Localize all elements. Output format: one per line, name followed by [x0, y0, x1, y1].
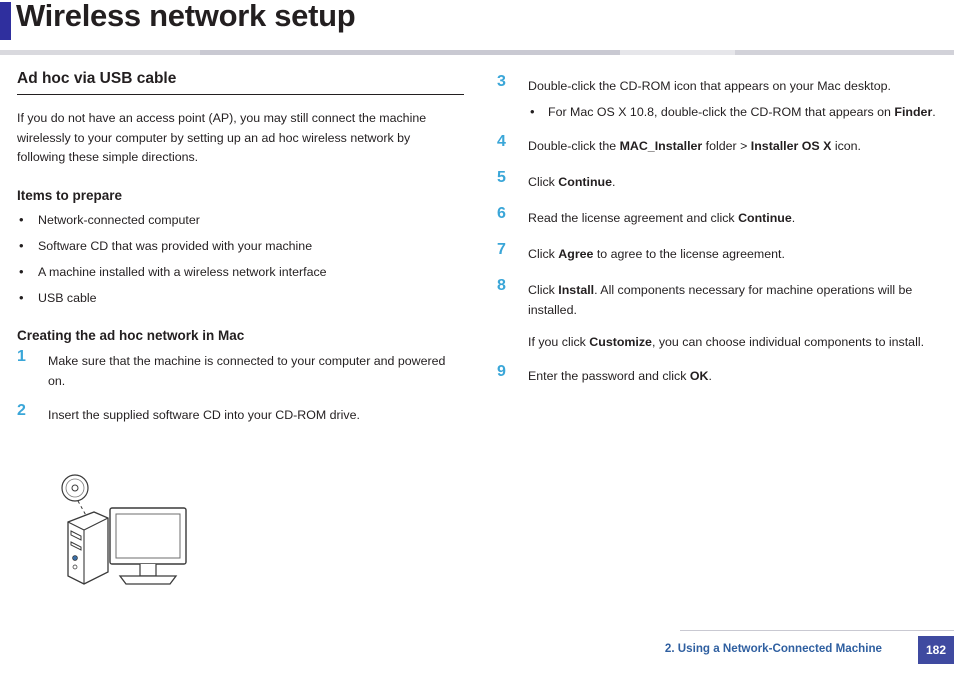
- page-header: Wireless network setup: [0, 0, 954, 56]
- section-heading-ad-hoc-usb: Ad hoc via USB cable: [17, 70, 464, 95]
- header-divider: [0, 50, 954, 55]
- step-text: Click Agree to agree to the license agre…: [528, 247, 785, 261]
- page-number-badge: 182: [918, 636, 954, 664]
- step-text: Click Install. All components necessary …: [528, 280, 953, 352]
- step-item: 2 Insert the supplied software CD into y…: [17, 401, 467, 427]
- list-item: Network-connected computer: [17, 210, 467, 230]
- page-title: Wireless network setup: [16, 0, 356, 33]
- step-number: 4: [497, 133, 506, 150]
- right-steps-list: 3 Double-click the CD-ROM icon that appe…: [497, 73, 947, 388]
- step-text: Double-click the MAC_Installer folder > …: [528, 139, 861, 153]
- left-steps-list: 1 Make sure that the machine is connecte…: [17, 347, 467, 427]
- step-number: 8: [497, 277, 506, 294]
- step-number: 5: [497, 169, 506, 186]
- step-text: Insert the supplied software CD into you…: [48, 407, 360, 422]
- step-text-main: Click Install. All components necessary …: [528, 283, 913, 317]
- step-item: 1 Make sure that the machine is connecte…: [17, 347, 467, 391]
- step-number: 1: [17, 347, 26, 365]
- step-text: Double-click the CD-ROM icon that appear…: [528, 76, 953, 122]
- step-text: Enter the password and click OK.: [528, 369, 712, 383]
- step-item: 4 Double-click the MAC_Installer folder …: [497, 133, 947, 158]
- list-item: Software CD that was provided with your …: [17, 236, 467, 256]
- step-item: 3 Double-click the CD-ROM icon that appe…: [497, 73, 947, 122]
- footer-divider: [680, 630, 954, 631]
- computer-cd-rom-insert-illustration: [50, 472, 210, 597]
- step-number: 9: [497, 363, 506, 380]
- step-number: 3: [497, 73, 506, 90]
- items-to-prepare-list: Network-connected computer Software CD t…: [17, 210, 467, 308]
- step-item: 8 Click Install. All components necessar…: [497, 277, 947, 352]
- step-item: 9 Enter the password and click OK.: [497, 363, 947, 388]
- step-number: 7: [497, 241, 506, 258]
- step-item: 7 Click Agree to agree to the license ag…: [497, 241, 947, 266]
- header-accent-block: [0, 2, 11, 40]
- left-column: Ad hoc via USB cable If you do not have …: [17, 70, 467, 441]
- right-column: 3 Double-click the CD-ROM icon that appe…: [497, 70, 947, 402]
- step-item: 5 Click Continue.: [497, 169, 947, 194]
- step-text: Make sure that the machine is connected …: [48, 353, 446, 388]
- list-item: USB cable: [17, 288, 467, 308]
- step-item: 6 Read the license agreement and click C…: [497, 205, 947, 230]
- subheading-items-to-prepare: Items to prepare: [17, 187, 123, 203]
- footer-chapter-label: 2. Using a Network-Connected Machine: [664, 642, 882, 655]
- list-item: A machine installed with a wireless netw…: [17, 262, 467, 282]
- step-extra-paragraph: If you click Customize, you can choose i…: [528, 335, 925, 349]
- step-text: Read the license agreement and click Con…: [528, 211, 796, 225]
- step-number: 6: [497, 205, 506, 222]
- step-number: 2: [17, 401, 26, 419]
- intro-paragraph: If you do not have an access point (AP),…: [17, 111, 427, 164]
- step-sub-bullet: For Mac OS X 10.8, double-click the CD-R…: [528, 102, 953, 122]
- step-text: Click Continue.: [528, 175, 616, 189]
- step-text-main: Double-click the CD-ROM icon that appear…: [528, 79, 891, 93]
- subheading-creating-ad-hoc-mac: Creating the ad hoc network in Mac: [17, 327, 245, 343]
